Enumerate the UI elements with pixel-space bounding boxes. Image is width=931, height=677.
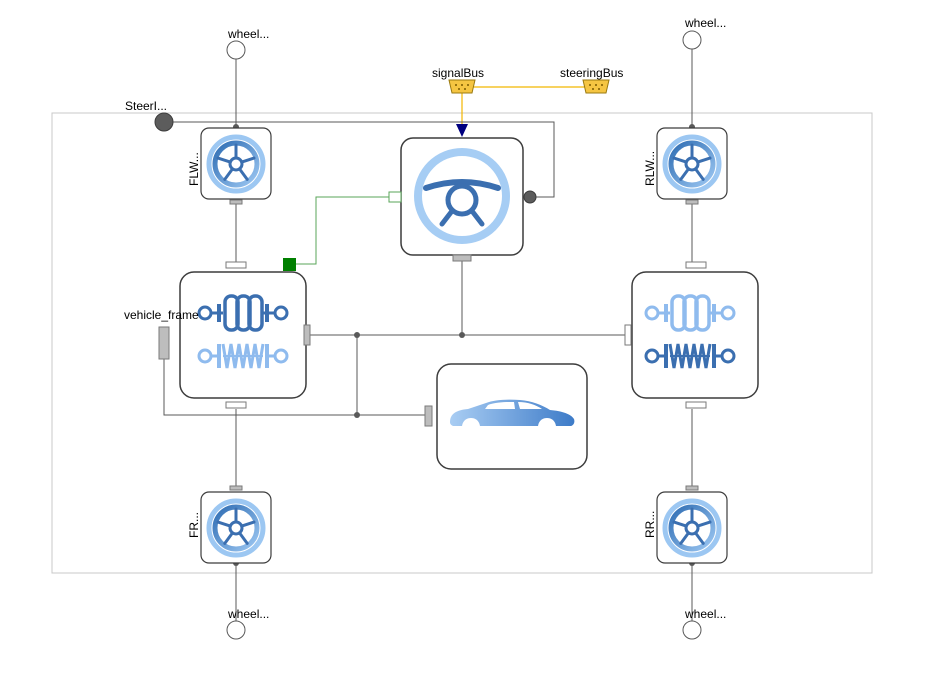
steering-wheel-icon [414,148,510,244]
port-wheel-top-right[interactable] [682,30,702,50]
label-flw: FLW... [187,152,201,186]
control-output-port[interactable] [283,258,296,271]
suspension-block-front[interactable] [179,261,311,409]
steering-block[interactable] [388,124,537,262]
wheel-block-fr[interactable] [200,485,272,564]
label-wheel-bottom-right: wheel... [685,607,727,621]
control-wire [289,196,390,265]
wheel-block-flw[interactable] [200,127,272,205]
label-rr: RR... [643,510,657,538]
port-steering-input[interactable] [154,112,174,132]
label-wheel-top-right: wheel... [685,16,727,30]
label-fr: FR... [187,512,201,538]
wheel-block-rr[interactable] [656,485,728,564]
label-steering-bus: steeringBus [560,66,624,80]
vehicle-frame-port[interactable] [158,326,170,360]
port-wheel-bottom-right[interactable] [682,620,702,640]
label-wheel-bottom-left: wheel... [228,607,270,621]
bus-connector-icon[interactable] [582,79,610,94]
label-signal-bus: signalBus [432,66,485,80]
car-body-icon [450,399,575,432]
label-rlw: RLW... [643,150,657,186]
label-vehicle-frame: vehicle_frame [124,308,199,322]
bus-connector-icon[interactable] [448,79,476,94]
suspension-block-rear[interactable] [624,261,759,409]
port-wheel-bottom-left[interactable] [226,620,246,640]
wheel-block-rlw[interactable] [656,127,728,205]
label-wheel-top-left: wheel... [228,27,270,41]
car-body-block[interactable] [424,363,588,470]
connection-wires [163,48,693,622]
label-steering-input: SteerI... [125,99,168,113]
input-arrow-icon [456,124,468,137]
port-wheel-top-left[interactable] [226,40,246,60]
